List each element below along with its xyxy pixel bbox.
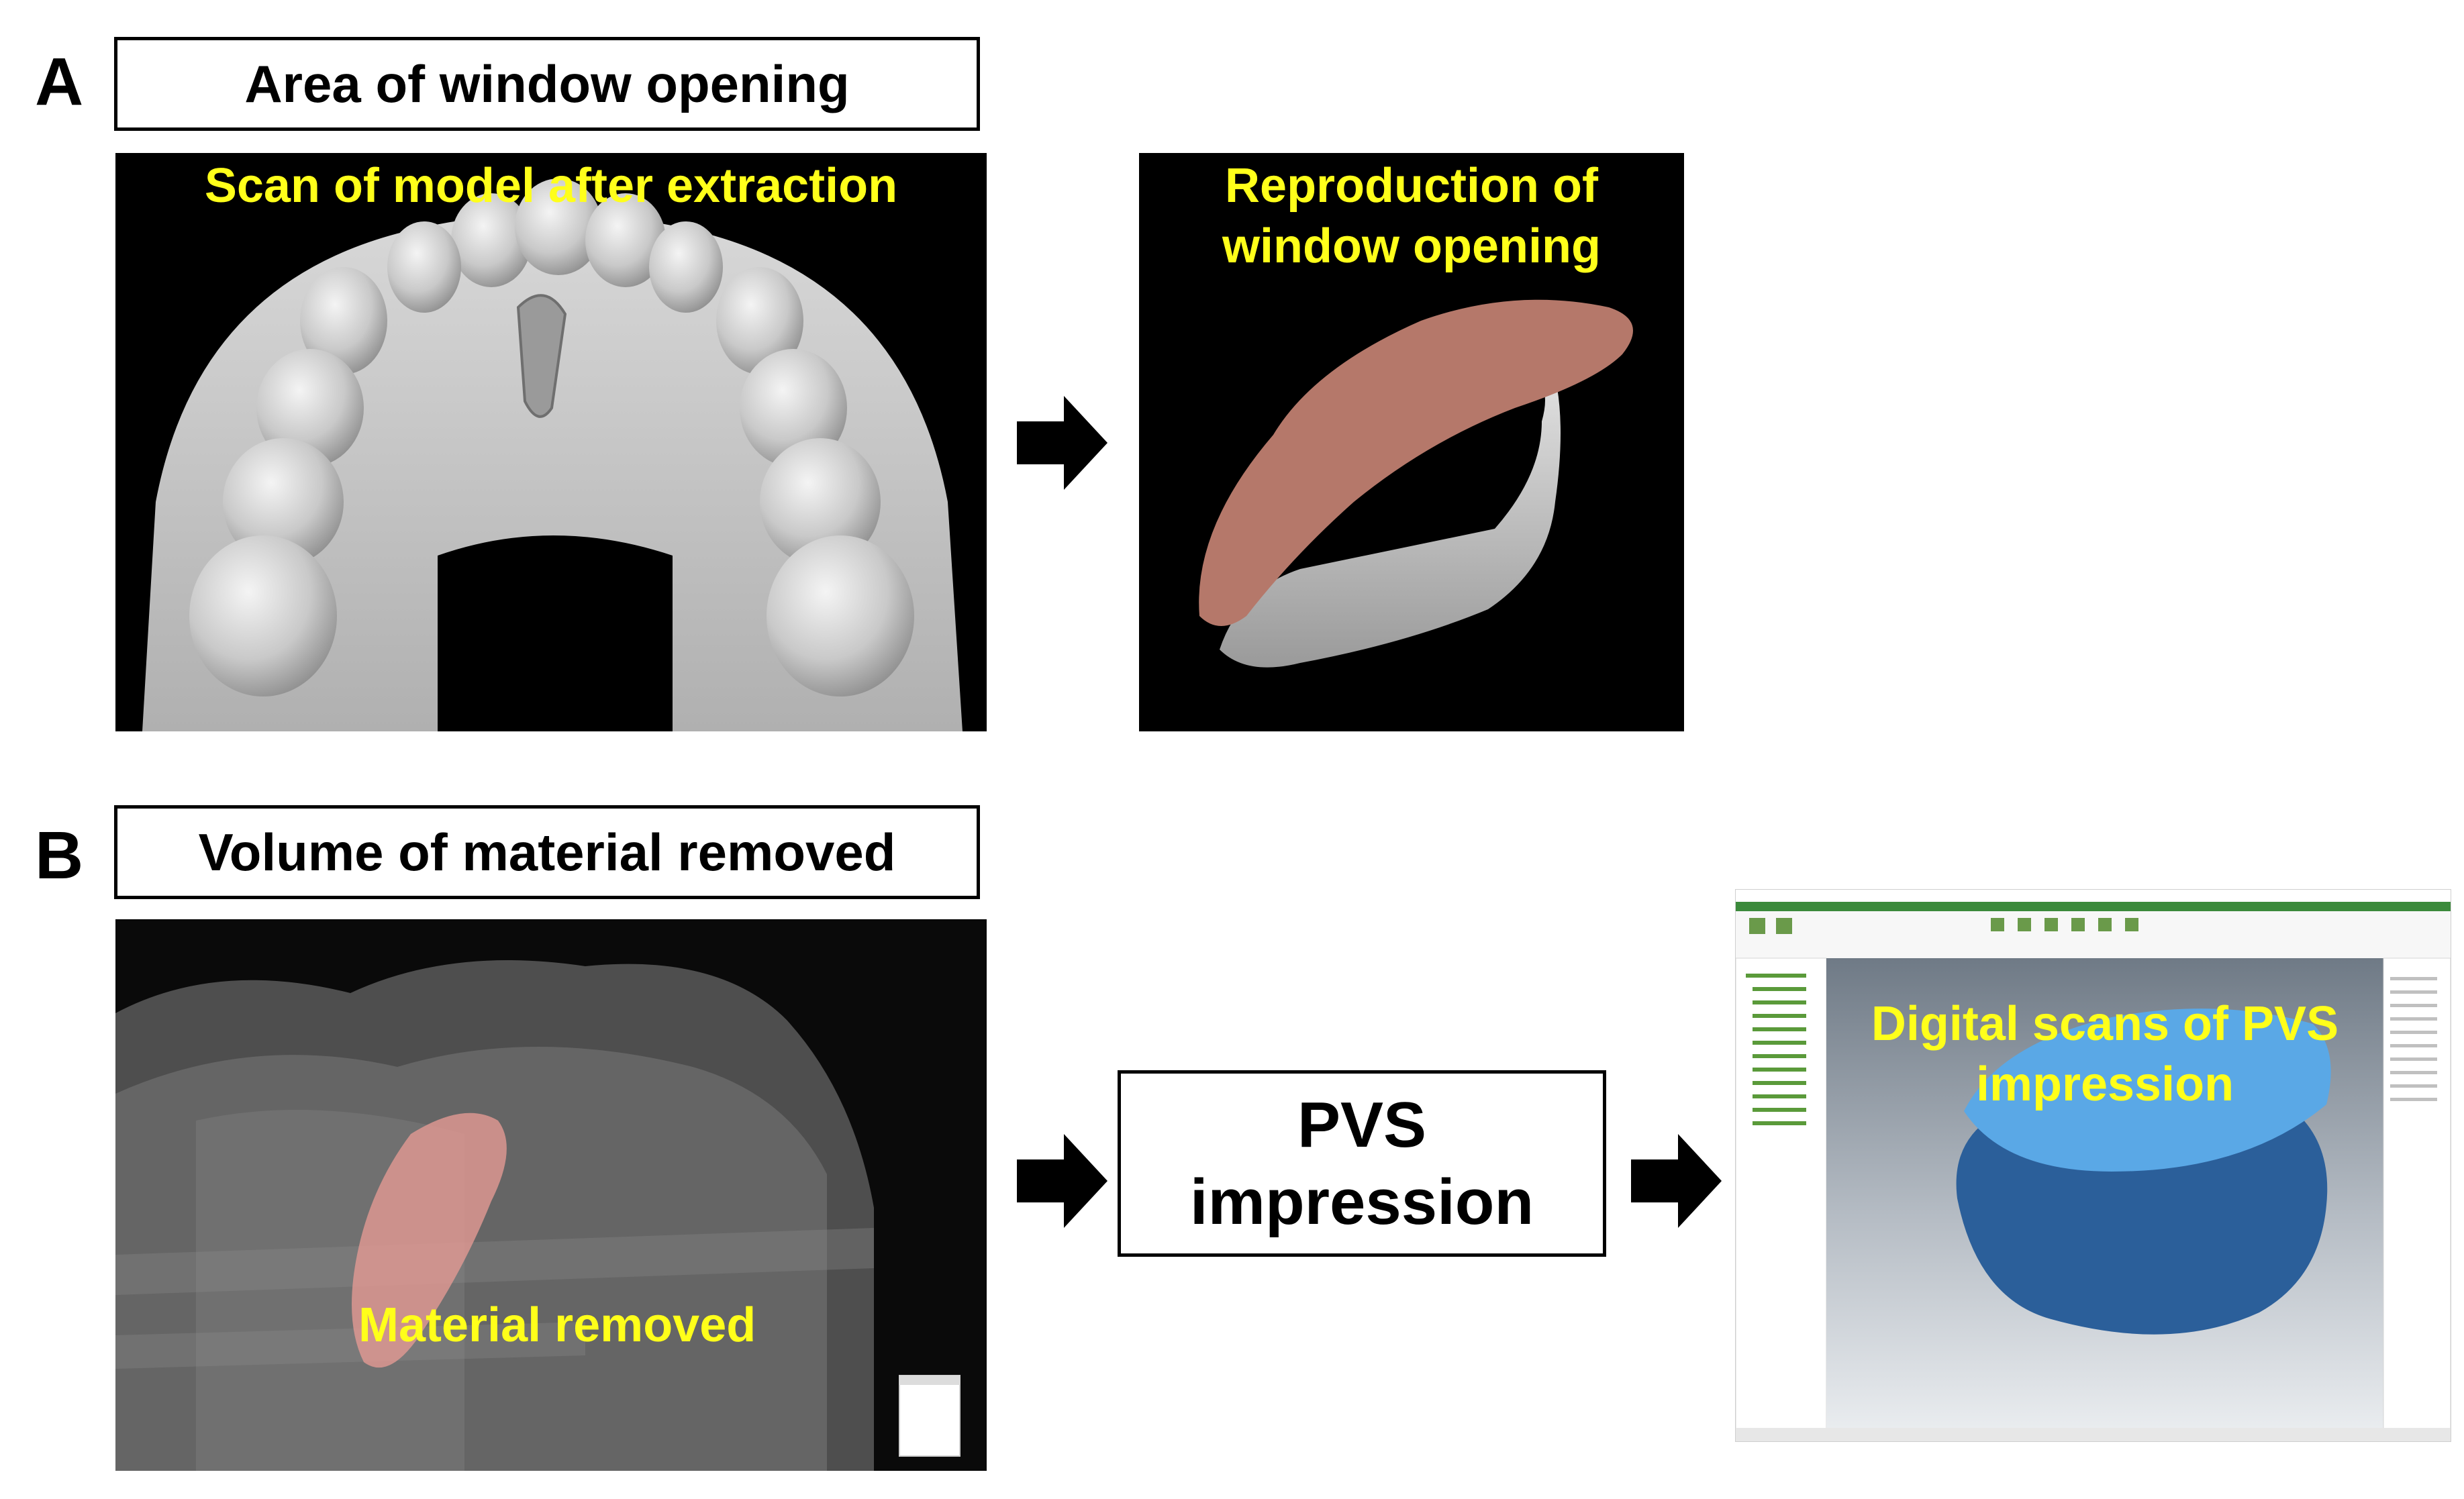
panel-letter-a: A <box>35 44 84 119</box>
pvs-impression-box: PVS impression <box>1118 1070 1606 1257</box>
pvs-box-line2: impression <box>1189 1166 1534 1238</box>
pvs-box-line1: PVS <box>1297 1088 1427 1161</box>
window-opening-reproduction-image: Reproduction of window opening <box>1139 153 1684 731</box>
caption-reproduction-line2: window opening <box>1222 219 1601 273</box>
panel-a-title: Area of window opening <box>114 37 980 131</box>
translucent-arch-illustration <box>115 919 987 1471</box>
dental-model-scan-image: Scan of model after extraction <box>115 153 987 731</box>
window-opening-illustration <box>1199 299 1633 668</box>
material-removed-image: Material removed <box>115 919 987 1471</box>
caption-material-removed: Material removed <box>358 1298 756 1352</box>
arrow-right-icon <box>1631 1134 1722 1228</box>
panel-b-title: Volume of material removed <box>114 805 980 899</box>
caption-digital-scans-line2: impression <box>1975 1057 2234 1111</box>
caption-digital-scans-line1: Digital scans of PVS <box>1871 997 2339 1051</box>
caption-reproduction-line1: Reproduction of <box>1225 159 1598 213</box>
software-window-illustration <box>1736 890 2451 1441</box>
dental-arch-illustration <box>142 178 963 731</box>
panel-letter-b: B <box>35 818 84 893</box>
digital-scan-software-screenshot: Digital scans of PVS impression <box>1735 889 2451 1442</box>
arrow-right-icon <box>1017 396 1107 490</box>
arrow-right-icon <box>1017 1134 1107 1228</box>
caption-scan-after-extraction: Scan of model after extraction <box>204 159 898 213</box>
